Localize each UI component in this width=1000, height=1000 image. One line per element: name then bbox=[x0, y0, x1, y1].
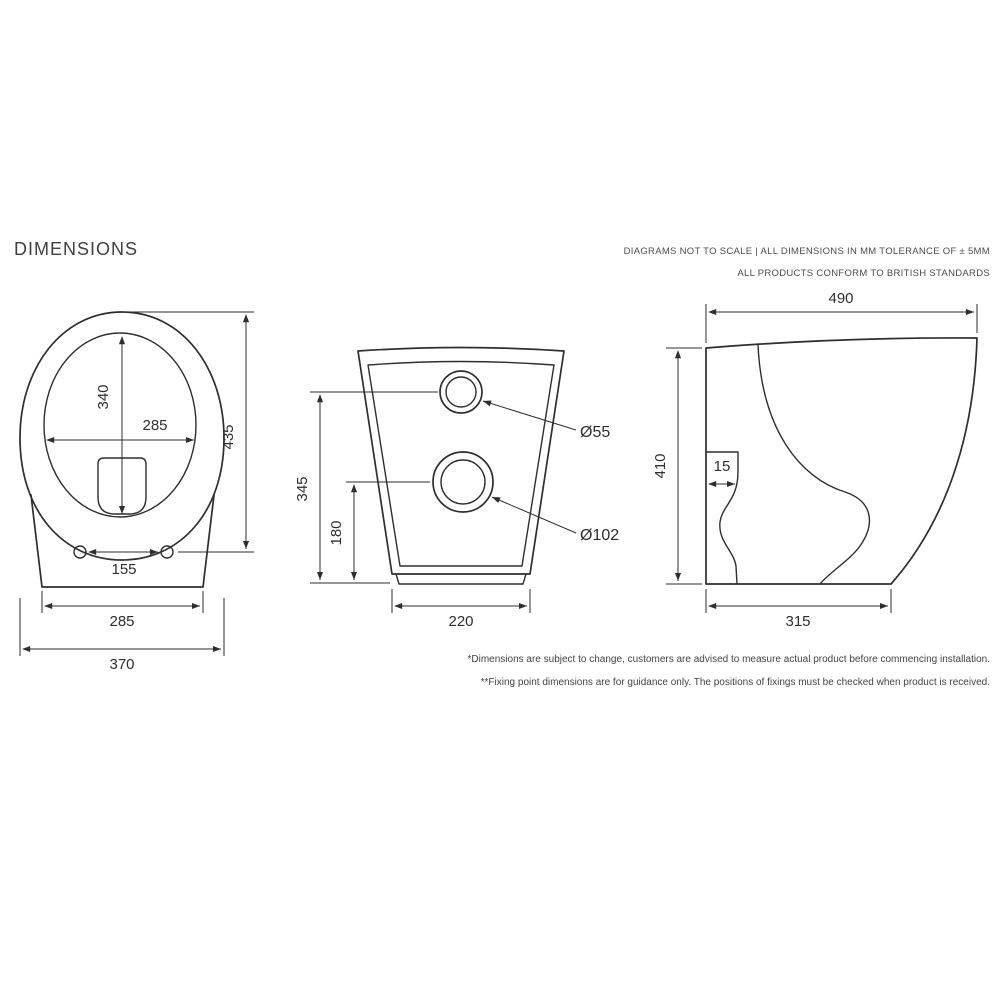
front-view-inner-outline bbox=[367, 360, 555, 567]
dim-label-370: 370 bbox=[109, 656, 134, 673]
top-view-bowl-outline bbox=[43, 332, 197, 518]
dim-label-220: 220 bbox=[448, 613, 473, 630]
top-view: 340 285 435 155 285 370 bbox=[19, 311, 254, 673]
dim-label-155: 155 bbox=[111, 561, 136, 578]
dim-label-285-inner: 285 bbox=[142, 417, 167, 434]
front-view-outline bbox=[357, 346, 565, 575]
large-outlet-outer bbox=[432, 451, 494, 513]
dim-label-dia102: Ø102 bbox=[580, 527, 619, 544]
top-view-seat-outline bbox=[19, 311, 225, 561]
note-standards: ALL PRODUCTS CONFORM TO BRITISH STANDARD… bbox=[737, 268, 990, 279]
dim-label-435: 435 bbox=[220, 424, 237, 449]
dim-label-345: 345 bbox=[294, 476, 311, 501]
dim-label-285-base: 285 bbox=[109, 613, 134, 630]
side-view-bowl-curve bbox=[757, 344, 870, 585]
fixing-hole-right bbox=[160, 545, 174, 559]
dim-label-180: 180 bbox=[328, 520, 345, 545]
dim-label-15: 15 bbox=[714, 458, 731, 475]
side-view-outline bbox=[705, 337, 978, 585]
footnote-dimensions: *Dimensions are subject to change, custo… bbox=[467, 654, 991, 665]
front-view-foot bbox=[395, 573, 527, 585]
leader-line-dia55 bbox=[482, 400, 577, 431]
page-title: DIMENSIONS bbox=[14, 239, 139, 259]
side-view-ledge bbox=[705, 451, 739, 585]
large-outlet-inner bbox=[440, 459, 486, 505]
top-view-base-outline bbox=[30, 494, 215, 588]
dim-label-410: 410 bbox=[652, 453, 669, 478]
dim-label-dia55: Ø55 bbox=[580, 424, 610, 441]
front-view: Ø55 Ø102 345 180 220 bbox=[294, 346, 619, 630]
small-outlet-inner bbox=[445, 376, 477, 408]
dim-label-315: 315 bbox=[785, 613, 810, 630]
dim-label-340: 340 bbox=[95, 384, 112, 409]
note-tolerance: DIAGRAMS NOT TO SCALE | ALL DIMENSIONS I… bbox=[623, 246, 990, 257]
top-view-trap-outline bbox=[97, 457, 147, 515]
footnote-fixing-points: **Fixing point dimensions are for guidan… bbox=[480, 677, 990, 688]
leader-line-dia102 bbox=[491, 496, 577, 534]
side-view: 490 410 15 315 bbox=[652, 290, 978, 630]
small-outlet-outer bbox=[439, 370, 483, 414]
dim-label-490: 490 bbox=[828, 290, 853, 307]
fixing-hole-left bbox=[73, 545, 87, 559]
